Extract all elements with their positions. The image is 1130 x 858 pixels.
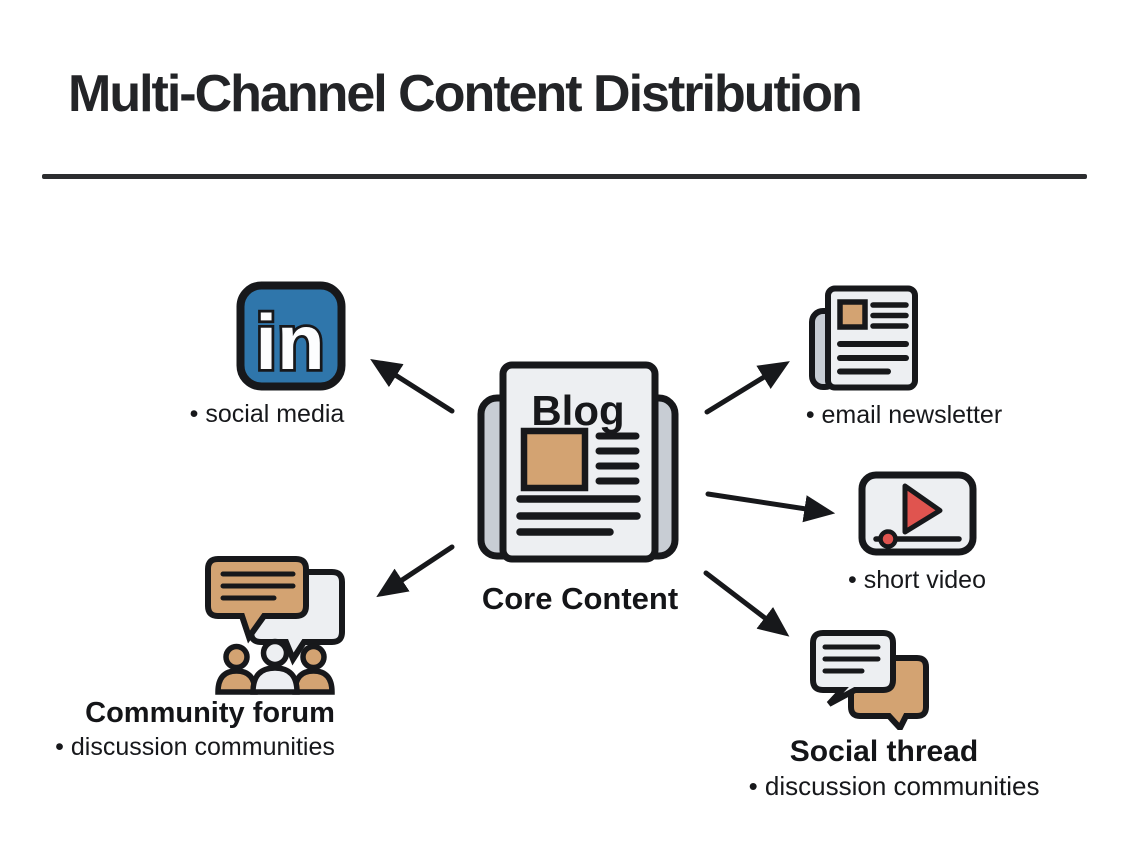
channel-community-forum: Community forum • discussion communities <box>45 556 355 766</box>
linkedin-tile <box>236 281 346 391</box>
blog-newspaper-icon: Blog <box>477 361 679 563</box>
community-forum-heading: Community forum <box>85 697 335 729</box>
chat-bubbles-icon <box>810 630 929 730</box>
short-video-caption: • short video <box>848 566 986 594</box>
article-image-placeholder <box>520 427 589 492</box>
video-progress-knob <box>878 529 898 549</box>
channel-social-media: in • social media <box>117 281 417 431</box>
social-thread-caption: • discussion communities <box>748 771 1040 801</box>
title-underline <box>42 174 1087 179</box>
person-right-body <box>292 668 335 695</box>
linkedin-icon: in <box>236 281 346 391</box>
person-left-body <box>215 668 258 695</box>
channel-social-thread: Social thread • discussion communities <box>734 630 1054 810</box>
newsletter-icon <box>809 285 918 391</box>
social-thread-heading: Social thread <box>789 735 979 768</box>
person-center-head <box>260 638 290 668</box>
person-right-head <box>300 643 327 671</box>
video-player-icon <box>858 471 977 556</box>
newsletter-image-placeholder <box>837 299 868 330</box>
email-newsletter-caption: • email newsletter <box>805 401 1003 429</box>
community-forum-caption: • discussion communities <box>55 733 335 761</box>
linkedin-logo-text: in <box>255 298 324 386</box>
channel-email-newsletter: • email newsletter <box>754 284 1054 434</box>
community-people-icon <box>205 556 345 695</box>
social-media-caption: • social media <box>189 400 345 428</box>
channel-short-video: • short video <box>767 471 1067 601</box>
core-content-label: Core Content <box>481 581 679 616</box>
person-center-body <box>250 665 300 695</box>
page-title: Multi-Channel Content Distribution <box>68 65 863 123</box>
play-icon <box>902 483 943 535</box>
blog-badge-text: Blog <box>531 387 624 434</box>
core-content-node: Blog Core Content <box>430 361 730 621</box>
person-left-head <box>223 643 250 671</box>
